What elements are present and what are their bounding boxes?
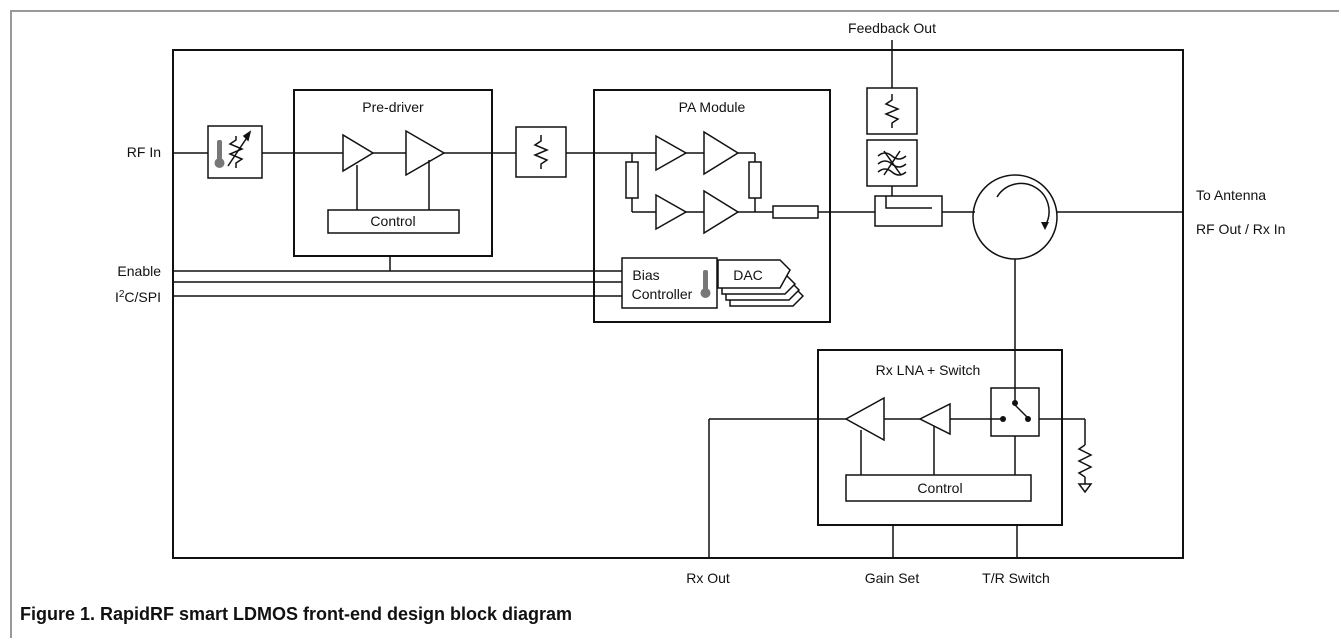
predriver-block	[293, 89, 493, 257]
predriver-control-label: Control	[370, 213, 415, 229]
interstage-attenuator	[515, 126, 567, 178]
rx-control-label: Control	[917, 480, 962, 496]
predriver-title: Pre-driver	[362, 99, 424, 115]
dac-label: DAC	[733, 267, 763, 283]
rx-control-block	[845, 474, 1032, 502]
pa-amp-bottom-1	[655, 193, 688, 231]
thermometer-icon	[217, 140, 222, 160]
feedback-out-label: Feedback Out	[848, 20, 936, 36]
pa-combiner-resistor	[748, 161, 762, 199]
pa-module-title: PA Module	[679, 99, 746, 115]
predriver-control-block	[327, 209, 460, 234]
bias-label-line1: Bias	[632, 267, 659, 283]
ground-icon	[1077, 483, 1093, 494]
rx-amp-1	[844, 396, 885, 442]
dac-block	[717, 259, 791, 289]
termination-resistor	[1077, 444, 1093, 478]
pa-amp-top-1	[655, 134, 688, 172]
feedback-resistor-icon	[884, 94, 900, 128]
enable-label: Enable	[117, 263, 161, 279]
pa-splitter-resistor	[625, 161, 639, 199]
figure-border	[10, 10, 1339, 638]
module-enclosure	[172, 49, 1184, 559]
tr-switch-label: T/R Switch	[982, 570, 1050, 586]
pa-module-block	[593, 89, 831, 323]
rx-amp-2	[918, 402, 951, 436]
bias-thermometer-icon	[703, 270, 708, 290]
circulator-arrow	[996, 182, 1050, 227]
variable-attenuator-icon	[228, 136, 244, 168]
rx-out-label: Rx Out	[686, 570, 730, 586]
pa-amp-top-2	[703, 130, 740, 176]
predriver-amp-2	[405, 129, 446, 177]
i2c-spi-label: I2C/SPI	[115, 289, 161, 305]
pa-amp-bottom-2	[703, 189, 740, 235]
bias-controller-block	[621, 257, 718, 309]
gain-set-label: Gain Set	[865, 570, 920, 586]
to-antenna-label: To Antenna	[1196, 187, 1266, 203]
bias-label-line2: Controller	[632, 286, 693, 302]
rx-lna-title: Rx LNA + Switch	[876, 362, 981, 378]
rf-in-label: RF In	[127, 144, 161, 160]
rf-out-rx-in-label: RF Out / Rx In	[1196, 221, 1285, 237]
figure-caption: Figure 1. RapidRF smart LDMOS front-end …	[20, 604, 573, 624]
rx-lna-block	[817, 349, 1063, 526]
coupler-block	[874, 195, 943, 227]
circulator	[972, 174, 1058, 260]
predriver-amp-1	[342, 133, 375, 173]
pa-output-resistor	[772, 205, 819, 219]
temp-attenuator-block	[207, 125, 263, 179]
interstage-resistor-icon	[533, 135, 549, 169]
feedback-attenuator	[866, 87, 918, 135]
